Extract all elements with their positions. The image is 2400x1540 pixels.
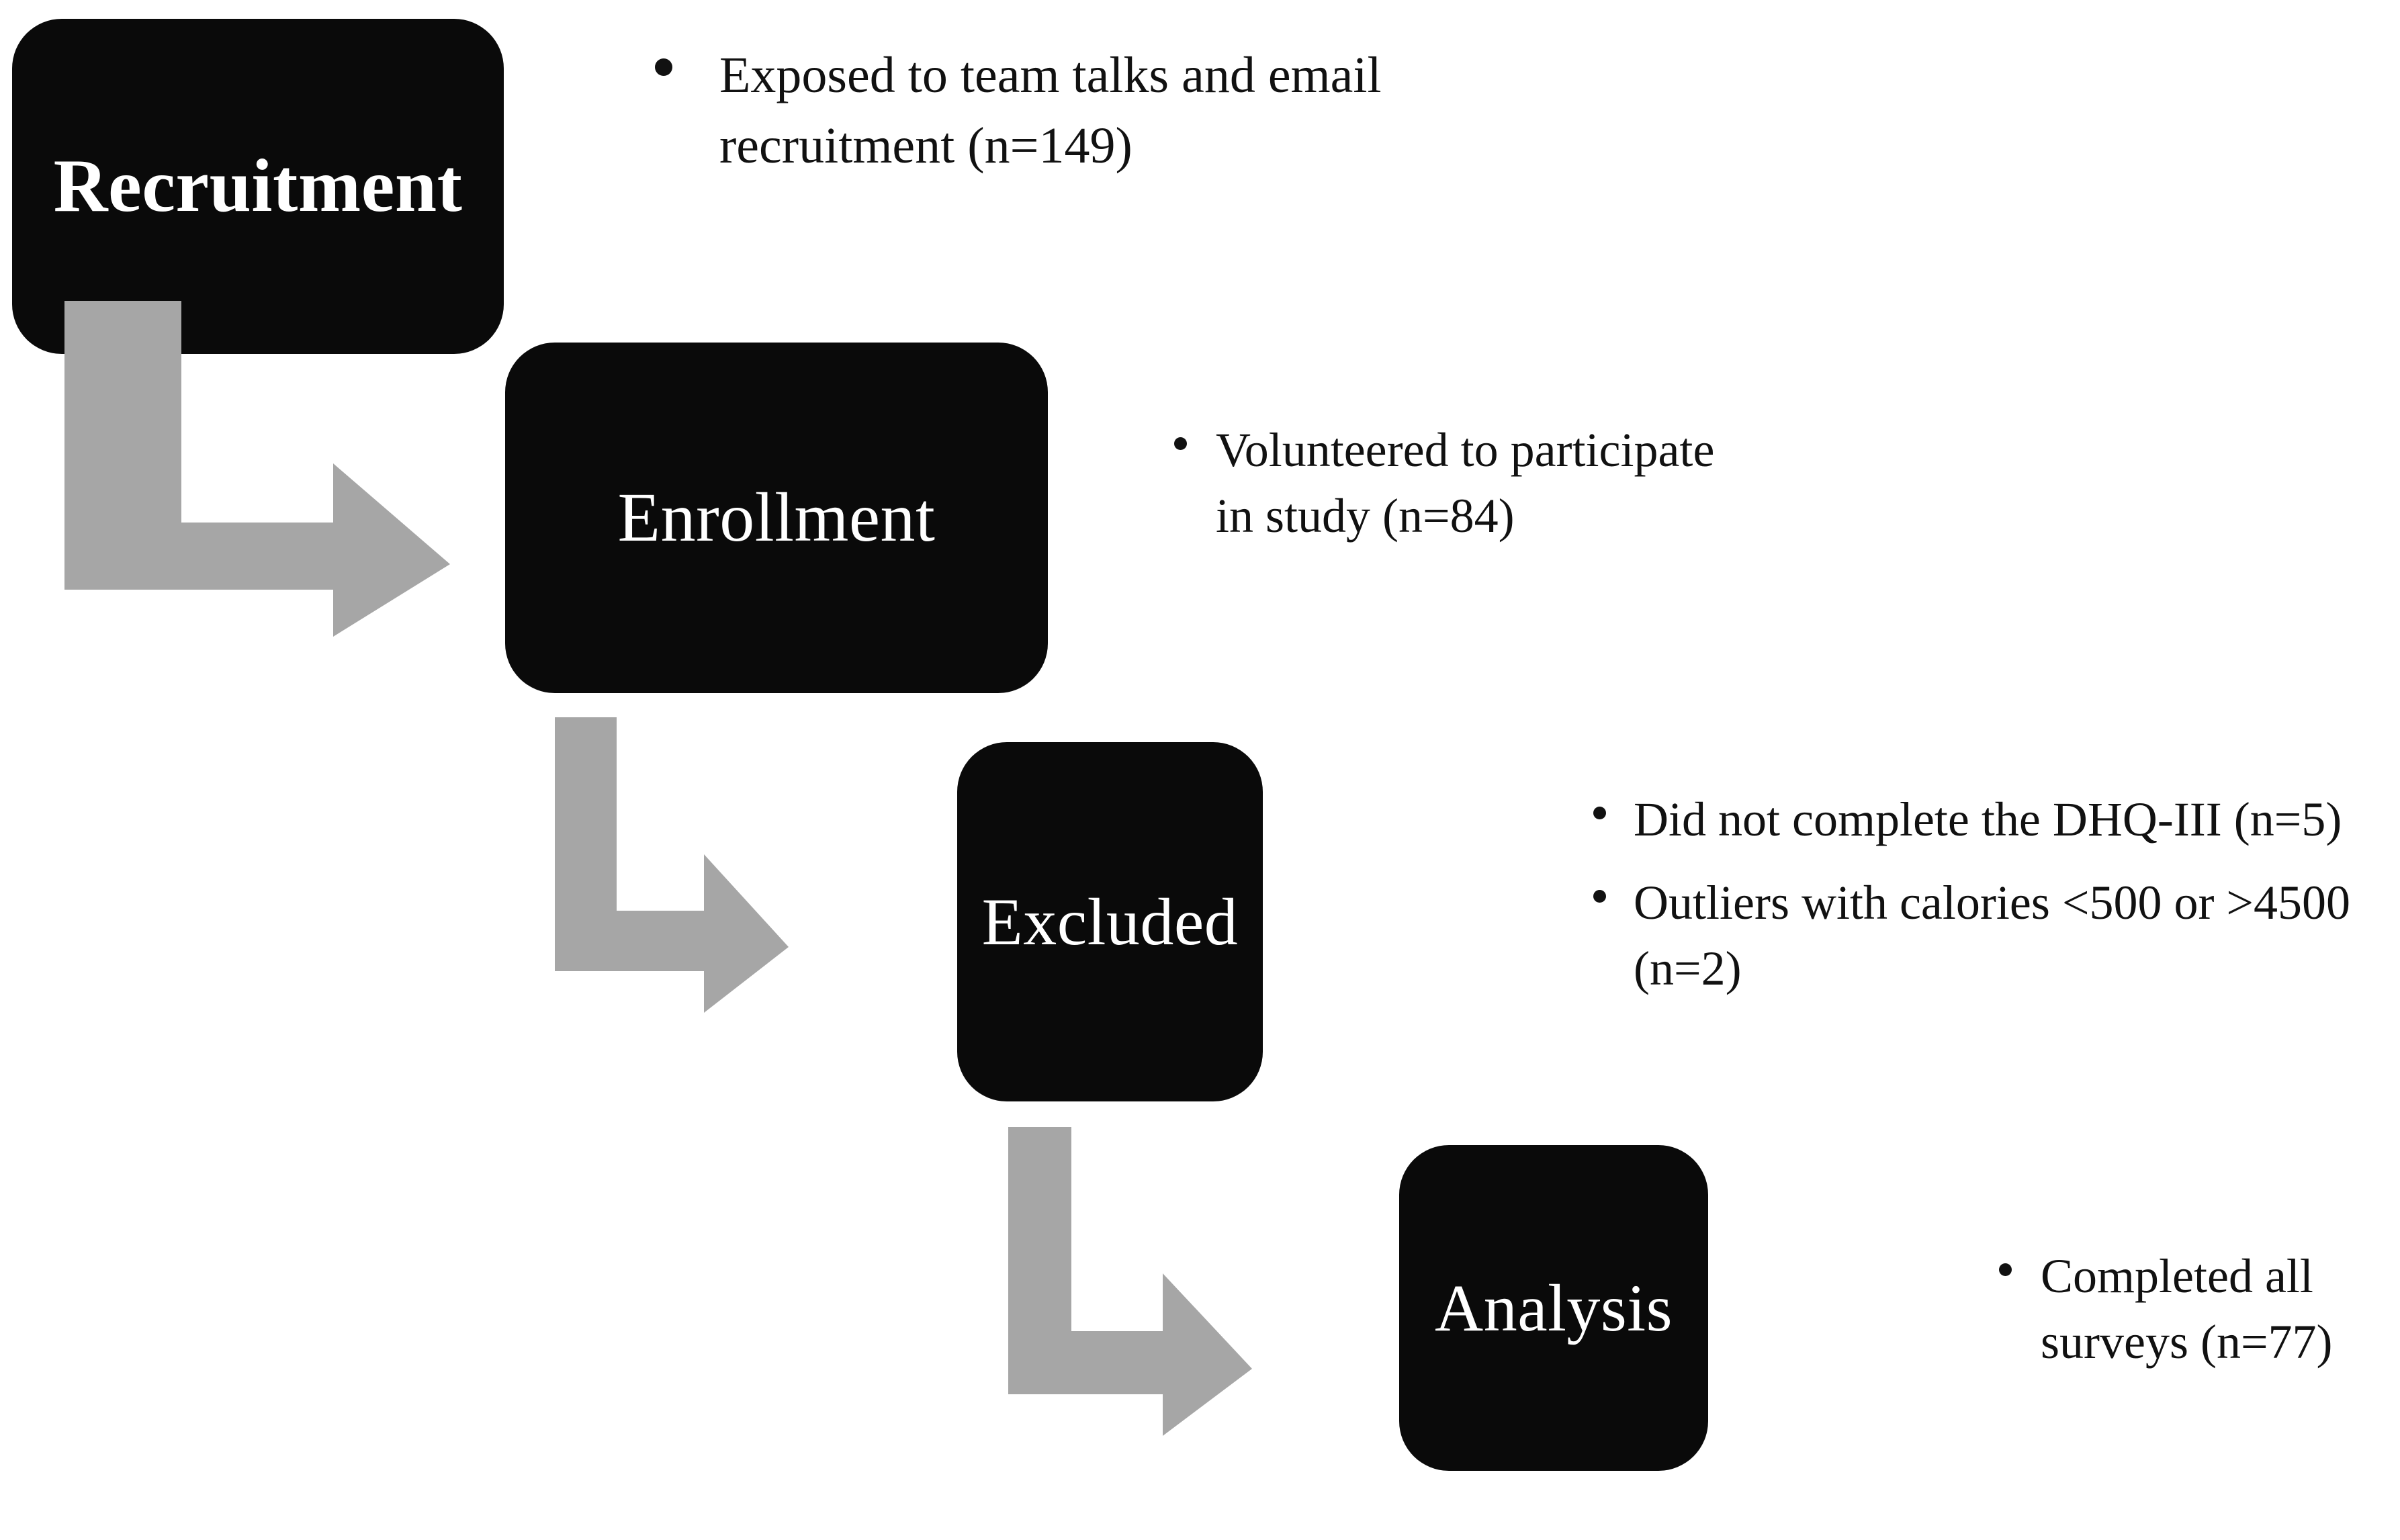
stage-label-excluded: Excluded — [981, 885, 1239, 959]
note-list-analysis: Completed all surveys (n=77) — [1999, 1244, 2400, 1375]
elbow-down-right-arrow-icon — [555, 717, 789, 1013]
note-text: Completed all surveys (n=77) — [2041, 1249, 2333, 1369]
note-text: Outliers with calories <500 or >4500 (n=… — [1634, 875, 2351, 995]
note-item: Did not complete the DHQ-III (n=5) — [1593, 787, 2389, 853]
connector-recruitment-to-enrollment — [59, 301, 455, 637]
stage-box-analysis[interactable]: Analysis — [1399, 1145, 1708, 1471]
note-item: Outliers with calories <500 or >4500 (n=… — [1593, 870, 2389, 1002]
stage-box-enrollment[interactable]: Enrollment — [505, 343, 1048, 693]
connector-excluded-to-analysis — [1004, 1127, 1256, 1436]
bullet-icon — [655, 58, 672, 77]
stage-label-analysis: Analysis — [1435, 1271, 1673, 1345]
note-item: Exposed to team talks and email recruitm… — [655, 40, 1414, 181]
note-text: Volunteered to participate in study (n=8… — [1216, 423, 1715, 543]
note-list-enrollment: Volunteered to participate in study (n=8… — [1174, 418, 1738, 549]
bullet-icon — [1174, 437, 1187, 450]
bullet-icon — [1999, 1263, 2012, 1276]
note-list-recruitment: Exposed to team talks and email recruitm… — [655, 40, 1414, 181]
bullet-icon — [1593, 889, 1606, 903]
note-list-excluded: Did not complete the DHQ-III (n=5) Outli… — [1593, 787, 2389, 1020]
stage-label-recruitment: Recruitment — [53, 144, 463, 228]
stage-box-excluded[interactable]: Excluded — [957, 742, 1263, 1101]
note-item: Volunteered to participate in study (n=8… — [1174, 418, 1738, 549]
note-text: Did not complete the DHQ-III (n=5) — [1634, 792, 2342, 846]
elbow-down-right-arrow-icon — [64, 301, 450, 637]
connector-enrollment-to-excluded — [551, 717, 793, 1013]
note-text: Exposed to team talks and email recruitm… — [719, 47, 1382, 174]
note-item: Completed all surveys (n=77) — [1999, 1244, 2400, 1375]
elbow-down-right-arrow-icon — [1008, 1127, 1252, 1436]
stage-label-enrollment: Enrollment — [617, 479, 936, 557]
bullet-icon — [1593, 806, 1606, 819]
stage-box-recruitment[interactable]: Recruitment — [12, 19, 504, 354]
